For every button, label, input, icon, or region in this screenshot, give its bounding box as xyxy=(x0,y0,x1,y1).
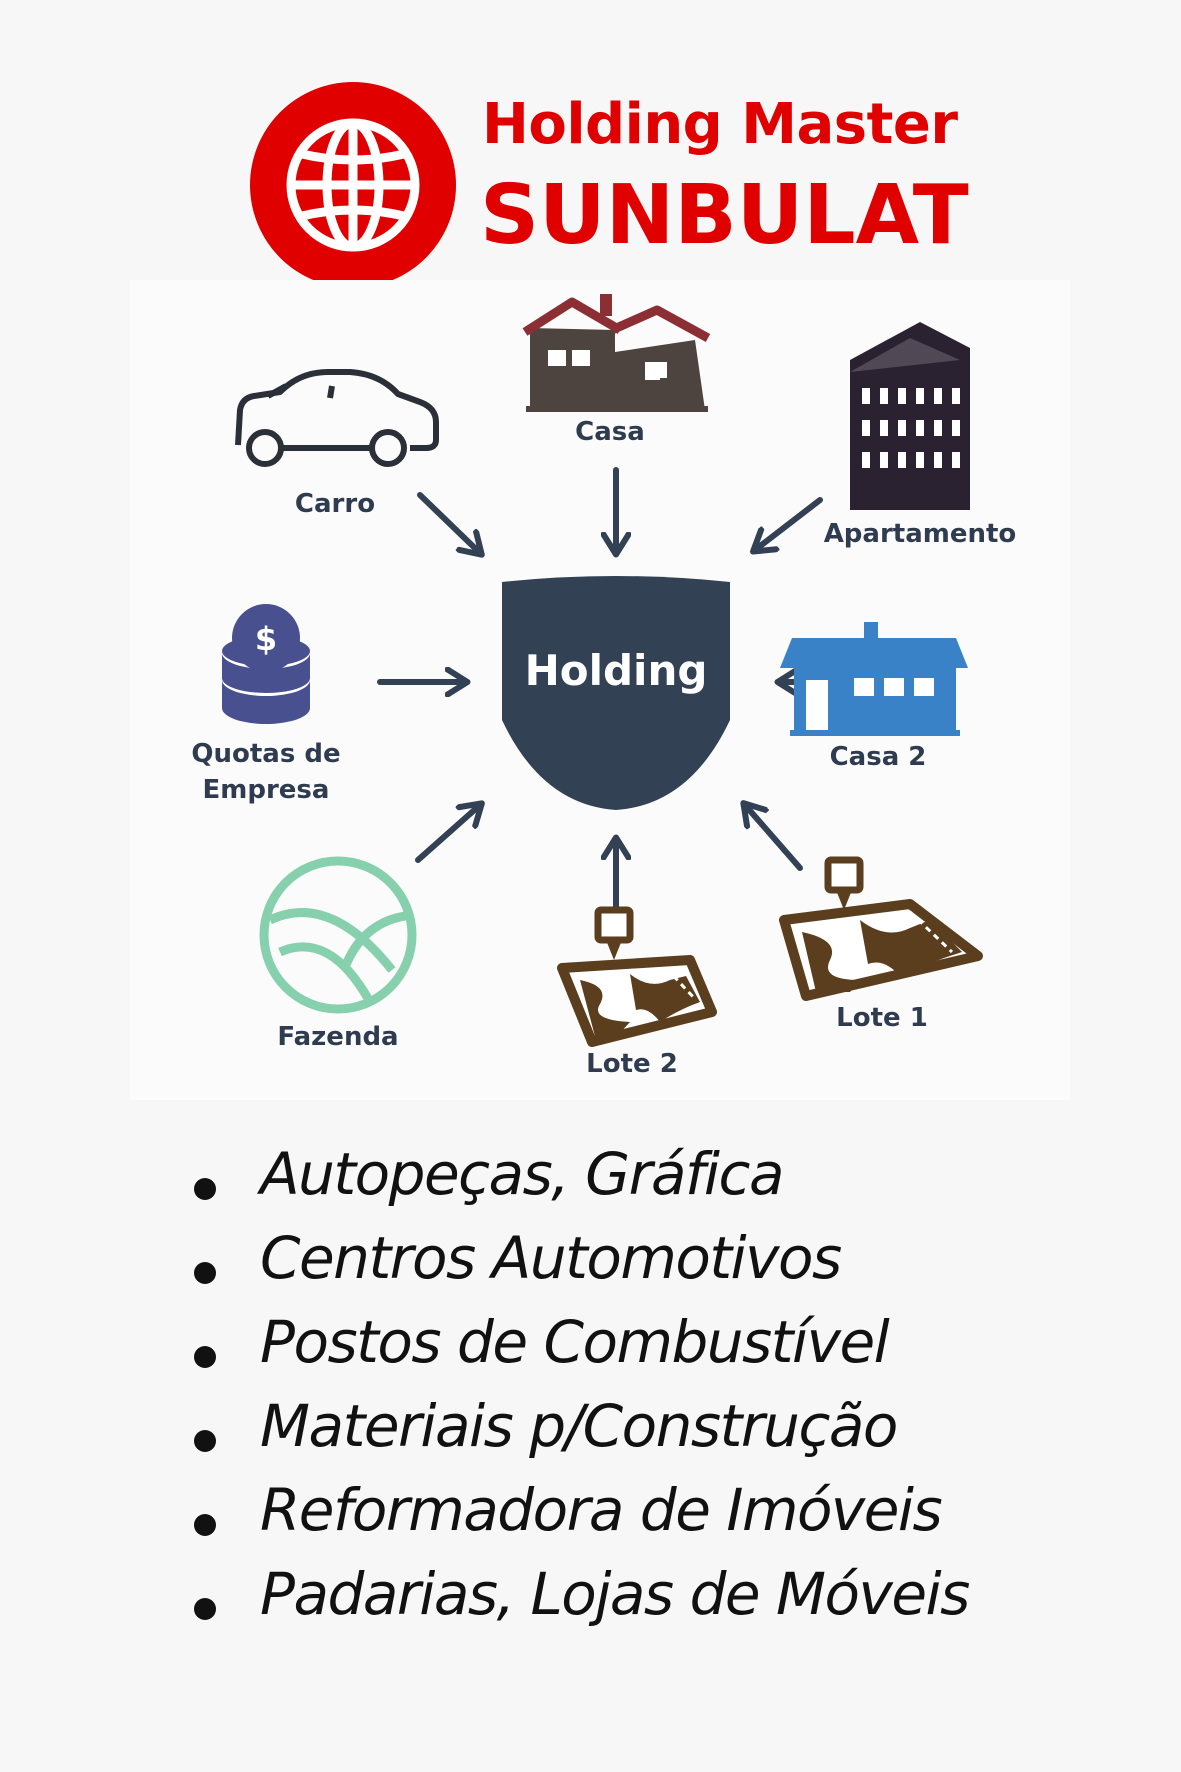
business-list: Autopeças, Gráfica Centros Automotivos P… xyxy=(180,1140,1140,1644)
arrow-carro xyxy=(417,492,480,553)
holding-diagram: Holding Casa xyxy=(130,280,1070,1100)
label-lote1: Lote 1 xyxy=(836,1003,928,1033)
label-casa2: Casa 2 xyxy=(830,742,927,772)
arrow-apartamento xyxy=(755,497,823,550)
map-pin-icon-2 xyxy=(779,856,983,1001)
list-item: Materiais p/Construção xyxy=(180,1392,1140,1476)
brand-title: Holding Master xyxy=(482,92,958,157)
arrows xyxy=(377,467,863,925)
label-lote2: Lote 2 xyxy=(586,1049,678,1079)
bullet-icon xyxy=(194,1346,216,1368)
label-apartamento: Apartamento xyxy=(824,519,1017,549)
bullet-icon xyxy=(194,1262,216,1284)
building-icon xyxy=(850,322,970,510)
holding-shield: Holding xyxy=(502,576,730,810)
label-fazenda: Fazenda xyxy=(277,1022,398,1052)
bullet-icon xyxy=(194,1430,216,1452)
header: Holding Master SUNBULAT xyxy=(0,0,1181,290)
list-item: Centros Automotivos xyxy=(180,1224,1140,1308)
house-icon xyxy=(522,294,711,412)
list-item: Reformadora de Imóveis xyxy=(180,1476,1140,1560)
house-blue-icon xyxy=(780,622,968,736)
list-item-text: Postos de Combustível xyxy=(260,1308,890,1376)
label-carro: Carro xyxy=(295,489,375,519)
list-item-text: Materiais p/Construção xyxy=(260,1392,898,1460)
label-casa: Casa xyxy=(575,417,645,447)
arrow-fazenda xyxy=(415,805,480,863)
farm-icon xyxy=(259,856,417,1014)
list-item: Postos de Combustível xyxy=(180,1308,1140,1392)
list-item-text: Padarias, Lojas de Móveis xyxy=(260,1560,970,1628)
arrow-lote1 xyxy=(745,805,803,871)
diagram-canvas: Holding Casa xyxy=(191,294,1017,1079)
bullet-icon xyxy=(194,1514,216,1536)
brand-name: SUNBULAT xyxy=(480,168,969,263)
list-item: Padarias, Lojas de Móveis xyxy=(180,1560,1140,1644)
globe-icon xyxy=(286,118,420,252)
map-pin-icon xyxy=(557,906,717,1047)
bullet-icon xyxy=(194,1598,216,1620)
list-item-text: Reformadora de Imóveis xyxy=(260,1476,943,1544)
bullet-icon xyxy=(194,1178,216,1200)
label-quotas-line1: Quotas de xyxy=(191,739,340,769)
list-item-text: Autopeças, Gráfica xyxy=(260,1140,784,1208)
list-item: Autopeças, Gráfica xyxy=(180,1140,1140,1224)
holding-label: Holding xyxy=(525,646,708,695)
globe-logo xyxy=(250,82,456,288)
car-icon xyxy=(235,369,439,467)
coins-icon: $ xyxy=(222,604,310,724)
label-quotas-line2: Empresa xyxy=(203,775,330,805)
list-item-text: Centros Automotivos xyxy=(260,1224,842,1292)
svg-text:$: $ xyxy=(255,620,277,658)
